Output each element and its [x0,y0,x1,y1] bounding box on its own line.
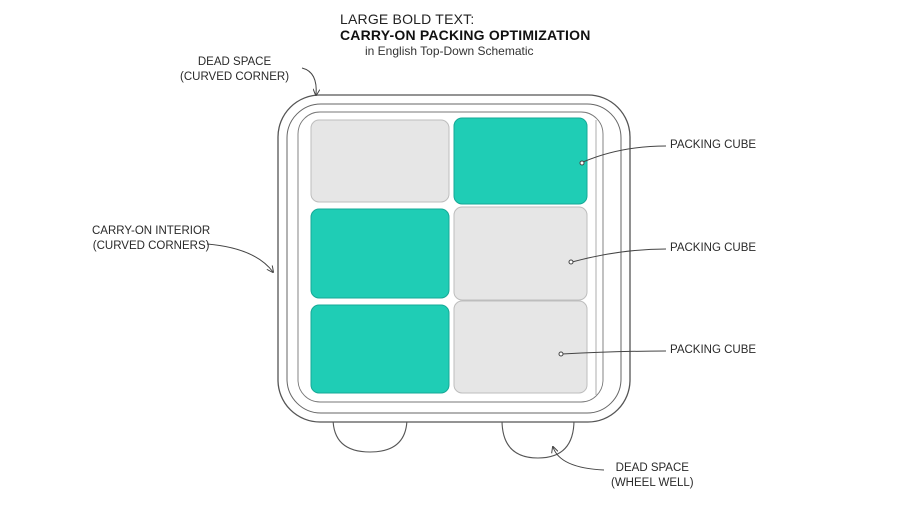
label-dead-space-wheel-line2: (WHEEL WELL) [611,477,694,489]
label-dead-space-corner-line2: (CURVED CORNER) [180,71,290,83]
leader-cube-2-dot [568,259,574,265]
leader-cube-3 [561,350,667,355]
label-interior: CARRY-ON INTERIOR (CURVED CORNERS) [92,224,210,254]
label-dead-space-corner-line1: DEAD SPACE [197,56,272,68]
label-interior-line1: CARRY-ON INTERIOR [92,225,211,237]
leader-lines [206,67,667,471]
case-interior [297,111,604,403]
leader-cube-1-dot [579,160,585,166]
packing-cube-5 [310,304,450,394]
title-line-1: LARGE BOLD TEXT: [340,11,475,27]
label-packing-cube-1: PACKING CUBE [670,139,757,151]
label-dead-space-corner: DEAD SPACE (CURVED CORNER) [180,55,289,85]
label-packing-cube-2: PACKING CUBE [670,242,757,254]
leader-cube-2 [571,248,667,263]
label-dead-space-wheel-line1: DEAD SPACE [615,462,689,474]
packing-cube-2 [453,117,588,205]
case-inner-shell [286,103,622,414]
leader-dead-space-corner [301,67,316,95]
packing-cube-1 [310,119,450,203]
packing-cube-3 [310,208,450,299]
leader-cube-1 [582,145,667,163]
leader-dead-space-wheel [553,447,605,471]
leader-cube-3-dot [558,351,564,357]
packing-cubes [310,117,588,394]
label-dead-space-wheel: DEAD SPACE (WHEEL WELL) [611,461,694,491]
leader-interior [206,243,273,272]
title-main: CARRY-ON PACKING OPTIMIZATION [340,27,591,43]
packing-cube-6 [453,300,588,394]
label-packing-cube-3: PACKING CUBE [670,344,757,356]
label-interior-line2: (CURVED CORNERS) [92,240,210,252]
title-subtitle: in English Top-Down Schematic [365,44,534,58]
packing-cube-4 [453,206,588,301]
